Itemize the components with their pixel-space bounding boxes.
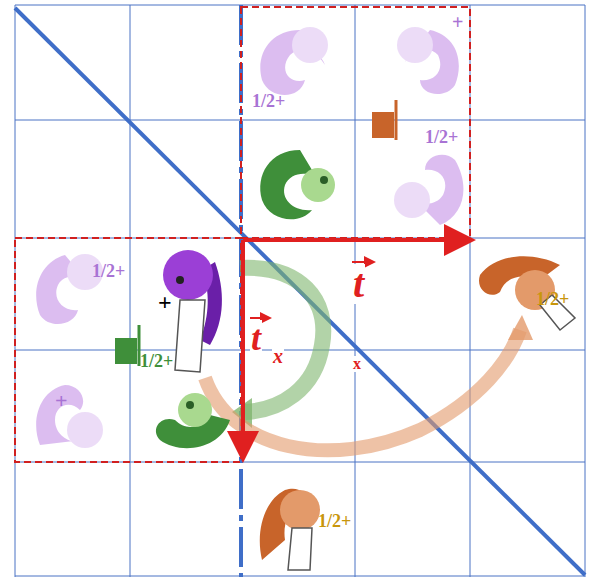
figure-green	[156, 393, 230, 448]
operation-arrow	[240, 268, 323, 412]
height-label: 1/2+	[140, 352, 173, 370]
figure-orange	[260, 489, 320, 570]
vector-arrow	[352, 261, 374, 263]
grid	[15, 5, 585, 577]
vector-label: t	[352, 264, 365, 304]
height-label: 1/2+	[425, 128, 458, 146]
figure-pale	[260, 27, 463, 225]
screw-axis-symbol	[115, 325, 139, 366]
figure-pale	[36, 254, 103, 448]
unit-cell-outline	[15, 238, 241, 462]
figure-green	[260, 150, 335, 219]
sign-mark: +	[452, 12, 463, 32]
arrowhead	[508, 315, 533, 340]
diagonal-plane	[15, 8, 585, 575]
figure-orange	[479, 256, 575, 330]
vector-label: t	[250, 320, 262, 356]
translation-vector	[241, 240, 245, 455]
translation-vector	[243, 238, 468, 242]
height-label: 1/2+	[252, 92, 285, 110]
height-label: 1/2+	[318, 512, 351, 530]
vector-subscript: x	[272, 346, 284, 366]
screw-axis-symbol	[372, 100, 396, 140]
point-mark: x	[352, 356, 362, 372]
unit-cell-outline	[241, 7, 470, 238]
sign-mark: +	[55, 390, 68, 412]
height-label: 1/2+	[92, 262, 125, 280]
sign-mark: +	[158, 290, 172, 314]
height-label: 1/2+	[536, 290, 569, 308]
vector-arrow	[250, 317, 270, 319]
